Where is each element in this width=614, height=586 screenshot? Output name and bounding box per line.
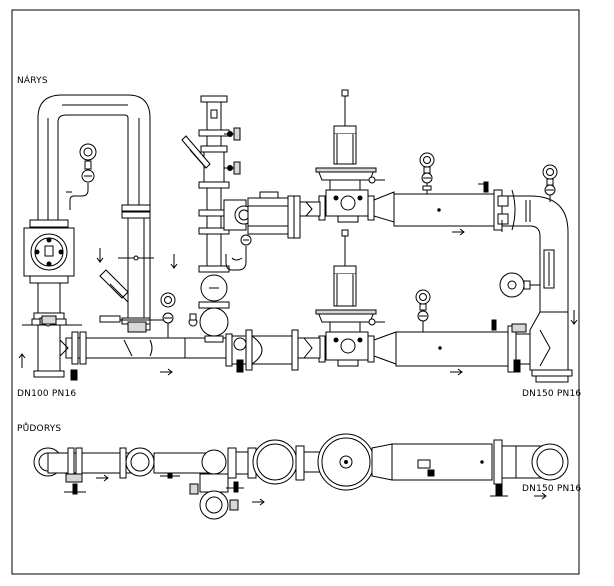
floor-plan-title: PŮDORYS bbox=[17, 424, 62, 434]
pressure-gauge-header bbox=[160, 292, 198, 338]
floor-plan-view bbox=[33, 433, 569, 520]
pressure-gauge-right bbox=[542, 164, 558, 202]
plan-view-title: NÁRYS bbox=[17, 76, 48, 86]
flow-arrow-left-down bbox=[96, 248, 104, 263]
flow-arrow-outlet bbox=[570, 310, 578, 325]
lower-regulator bbox=[315, 229, 385, 367]
mid-riser bbox=[100, 204, 170, 333]
stack-branch bbox=[223, 191, 301, 271]
lower-outlet-pipe bbox=[373, 311, 573, 383]
flow-arrow-riser bbox=[170, 254, 178, 269]
thermometer-stack bbox=[181, 135, 211, 169]
pressure-gauge-round bbox=[499, 272, 540, 298]
pressure-gauge-lower bbox=[415, 289, 497, 332]
flow-arrow-plan-1 bbox=[96, 474, 109, 482]
outlet-size-label: DN150 PN16 bbox=[522, 389, 582, 399]
elevation-view bbox=[18, 89, 578, 383]
flow-arrow-upper bbox=[452, 228, 465, 236]
upper-regulator bbox=[299, 89, 385, 223]
lower-run bbox=[225, 329, 321, 373]
upper-outlet-pipe bbox=[373, 181, 569, 313]
flow-arrow-plan-2 bbox=[252, 498, 265, 506]
drawing-frame bbox=[11, 9, 580, 575]
flow-arrows bbox=[18, 228, 578, 376]
lower-header-pipe bbox=[59, 331, 227, 365]
flow-arrow-plan-3 bbox=[534, 492, 547, 500]
flow-arrow-inlet bbox=[18, 353, 26, 368]
plan-outlet-size-label: DN150 PN16 bbox=[522, 484, 582, 494]
pressure-gauge-left bbox=[66, 143, 97, 210]
pressure-gauge-upper bbox=[419, 152, 435, 194]
thermometer-left bbox=[99, 269, 129, 303]
left-ball-valve bbox=[41, 315, 121, 327]
flow-arrow-lower bbox=[450, 368, 463, 376]
inlet-size-label: DN100 PN16 bbox=[17, 389, 77, 399]
pilot-stack bbox=[198, 95, 241, 343]
flow-arrow-header bbox=[160, 368, 173, 376]
inlet-filter bbox=[23, 219, 75, 320]
